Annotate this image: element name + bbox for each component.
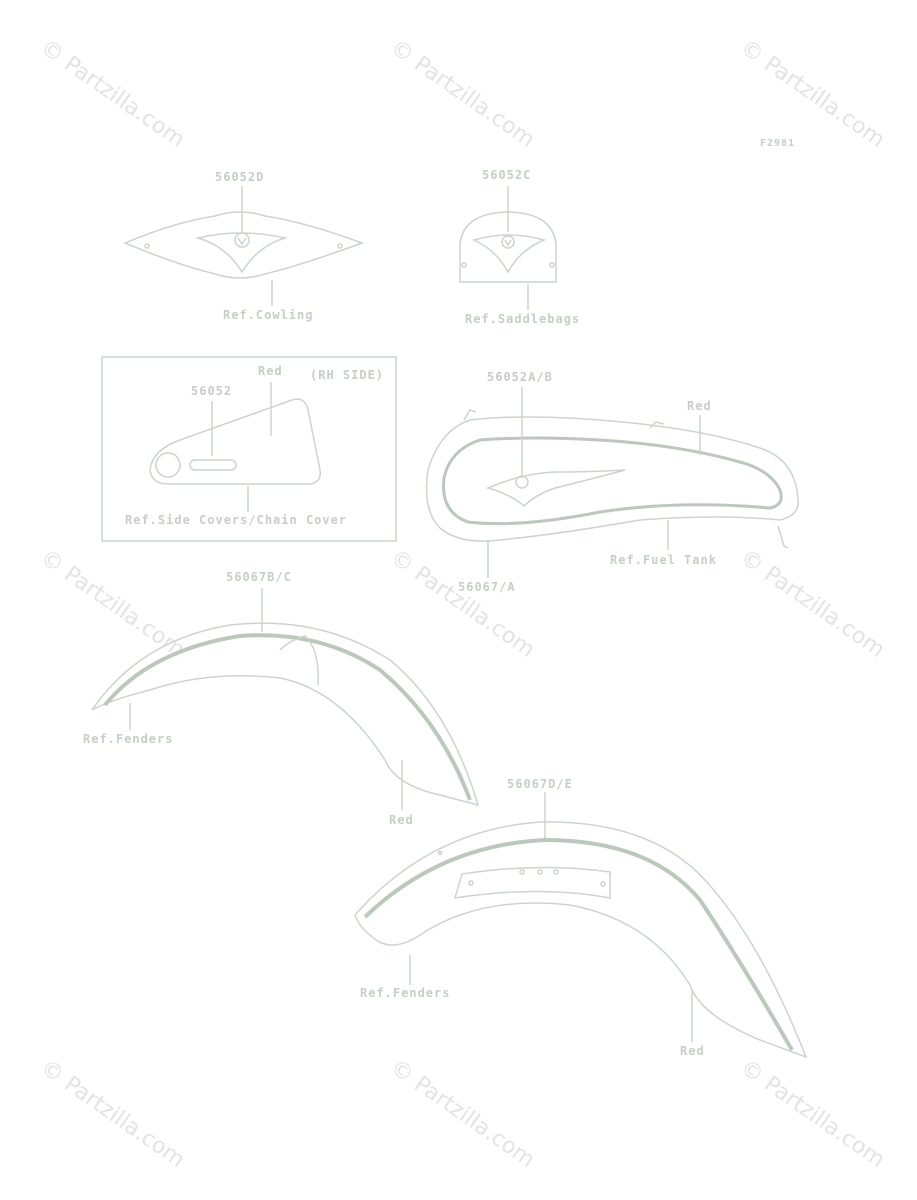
side-cover-ref-label: Ref.Side Covers/Chain Cover: [125, 513, 348, 527]
front-fender-part-number: 56067B/C: [226, 570, 292, 584]
front-fender: [91, 588, 480, 810]
saddlebag-ref-label: Ref.Saddlebags: [465, 312, 581, 326]
cowling-part-number: 56052D: [215, 170, 265, 184]
tank-color-label: Red: [687, 399, 712, 413]
side-cover-part-number: 56052: [191, 384, 233, 398]
fuel-tank: [425, 387, 799, 578]
side-cover-color-label: Red: [258, 364, 283, 378]
tank-part-number: 56052A/B: [487, 370, 553, 384]
rear-fender: [354, 792, 808, 1059]
saddlebag-emblem: [459, 186, 557, 310]
rear-fender-color-label: Red: [680, 1044, 705, 1058]
tank-ref-label: Ref.Fuel Tank: [610, 553, 717, 567]
cowling-emblem: [123, 186, 365, 306]
saddlebag-part-number: 56052C: [482, 168, 532, 182]
side-cover-side-label: (RH SIDE): [310, 368, 385, 382]
rear-fender-part-number: 56067D/E: [507, 777, 573, 791]
side-cover-inset: [101, 356, 397, 542]
front-fender-color-label: Red: [389, 813, 414, 827]
tank-stripe-part-number: 56067/A: [458, 580, 516, 594]
cowling-ref-label: Ref.Cowling: [223, 308, 314, 322]
figure-code: F2981: [760, 138, 796, 149]
front-fender-ref-label: Ref.Fenders: [83, 732, 174, 746]
rear-fender-ref-label: Ref.Fenders: [360, 986, 451, 1000]
